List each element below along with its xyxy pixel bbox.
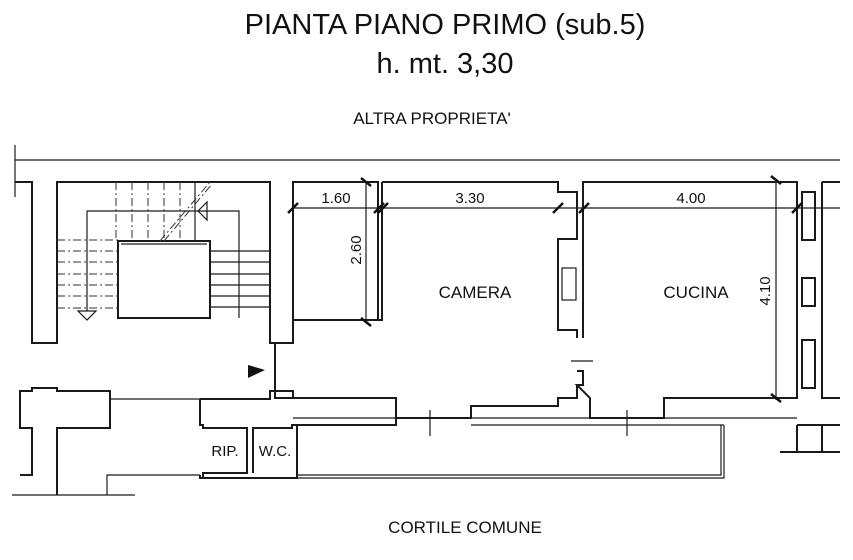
stair-up-arrow-icon <box>197 200 208 222</box>
room-label-camera: CAMERA <box>439 283 512 302</box>
label-altra-proprieta: ALTRA PROPRIETA' <box>353 109 511 128</box>
room-label-cucina: CUCINA <box>663 283 729 302</box>
entrance-arrow-icon <box>248 365 265 378</box>
label-cortile-comune: CORTILE COMUNE <box>388 518 542 537</box>
plan-height: h. mt. 3,30 <box>376 48 513 80</box>
dimension-lines <box>287 175 840 403</box>
dim-cucina-depth: 4.10 <box>757 276 774 305</box>
dim-small-height: 2.60 <box>348 235 365 264</box>
room-label-wc: W.C. <box>259 443 292 460</box>
walls <box>12 145 840 496</box>
dim-small-width: 1.60 <box>321 190 350 207</box>
stair-down-arrow-icon <box>76 310 98 321</box>
plan-title: PIANTA PIANO PRIMO (sub.5) <box>245 9 646 41</box>
dim-camera-width: 3.30 <box>455 190 484 207</box>
room-label-rip: RIP. <box>211 443 238 460</box>
dim-cucina-width: 4.00 <box>676 190 705 207</box>
